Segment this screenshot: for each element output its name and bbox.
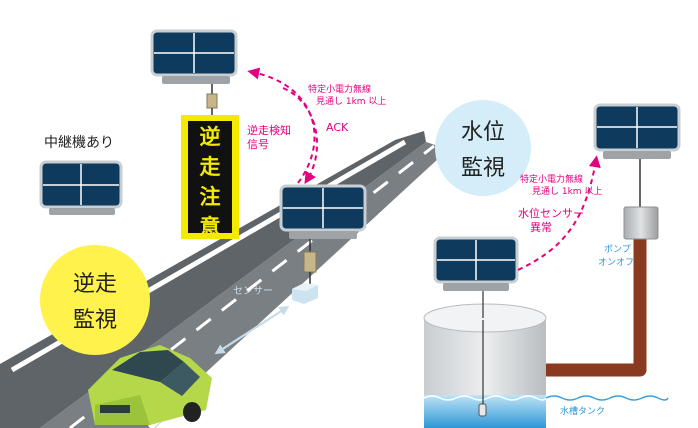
roadside-solar-unit (279, 184, 367, 286)
water-tank (423, 303, 669, 428)
right-radio-label: 特定小電力無線 (520, 175, 584, 185)
wrong-way-sign-text: 逆 走 注 意 (188, 121, 232, 239)
relay-label: 中継機あり (44, 135, 114, 151)
car (88, 345, 212, 425)
top-solar-unit (150, 29, 238, 116)
water-alarm-arrow (517, 155, 601, 271)
tank-solar-unit (433, 236, 519, 318)
detect-signal-arrow (247, 67, 316, 184)
road-sensor (292, 283, 318, 304)
tank-label: 水槽タンク (560, 407, 606, 417)
wrong-way-circle-line2: 監視 (72, 308, 117, 333)
sensor-label: センサー (233, 286, 273, 297)
wrong-way-monitor-circle: 逆走 監視 (40, 245, 150, 355)
pump-label-line2: オンオフ (598, 258, 635, 268)
sign-char-1: 逆 (199, 125, 221, 149)
water-level-monitor-circle: 水位 監視 (435, 100, 531, 196)
ack-label: ACK (326, 121, 349, 134)
detect-signal-label-line2: 信号 (247, 138, 269, 151)
relay-solar-unit (39, 160, 123, 215)
ack-arrow (282, 87, 318, 185)
sensor-beam-arrow-back (217, 305, 290, 353)
left-radio-label: 特定小電力無線 (308, 85, 372, 95)
water-level-circle-line2: 監視 (460, 156, 505, 181)
sign-char-4: 意 (199, 215, 221, 239)
wrong-way-circle-line1: 逆走 (72, 272, 117, 297)
sensor-alarm-label-line2: 異常 (530, 221, 552, 234)
pump-label-line1: ポンプ (604, 245, 631, 255)
left-range-label: 見通し 1km 以上 (316, 97, 387, 107)
detect-signal-label-line1: 逆走検知 (247, 124, 291, 137)
right-range-label: 見通し 1km 以上 (532, 187, 603, 197)
sign-char-2: 走 (199, 155, 221, 179)
sign-char-3: 注 (199, 185, 221, 209)
pump-pipe (542, 232, 647, 377)
sensor-alarm-label-line1: 水位センサー (518, 207, 584, 220)
water-level-circle-line1: 水位 (460, 120, 505, 145)
pump-solar-unit (593, 103, 681, 240)
